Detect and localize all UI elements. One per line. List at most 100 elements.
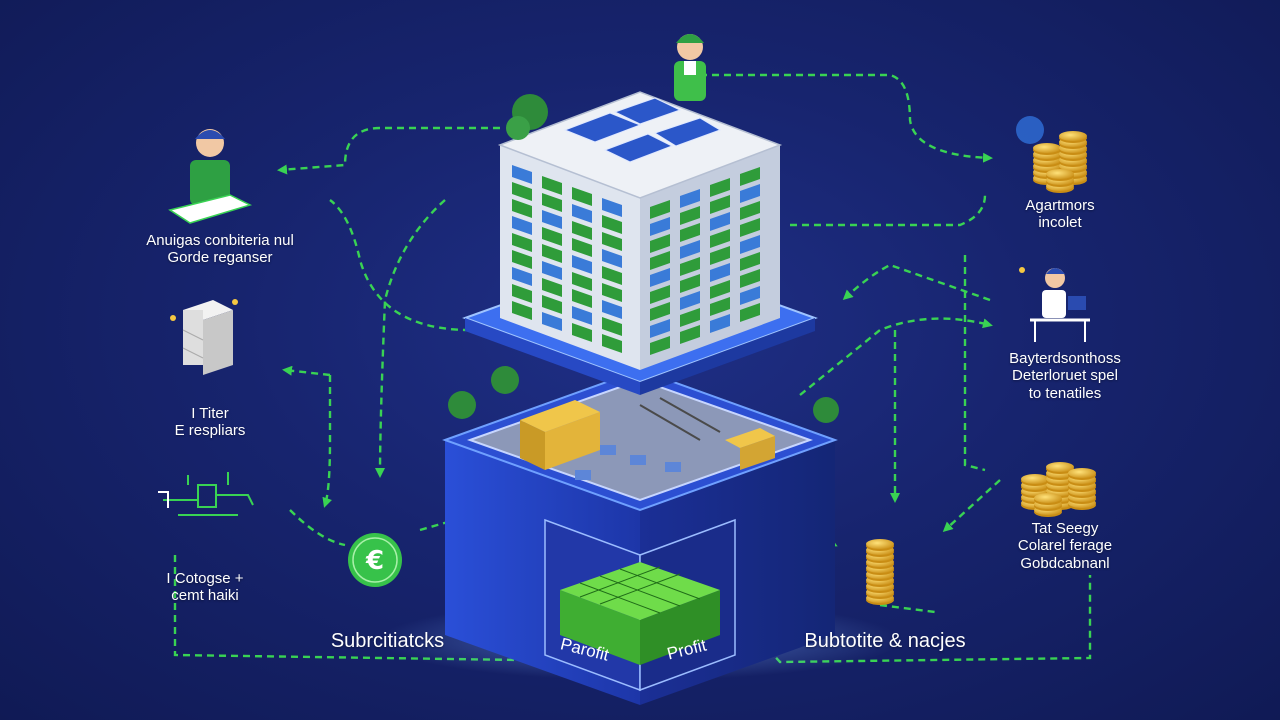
- window: [542, 261, 562, 280]
- worker-icon: [168, 129, 253, 224]
- window: [740, 167, 760, 186]
- window: [602, 215, 622, 234]
- label-mid-left: I Titer E respliars: [150, 405, 270, 440]
- window: [512, 199, 532, 218]
- window: [602, 283, 622, 302]
- window: [710, 280, 730, 299]
- central-block: [380, 366, 900, 705]
- window: [680, 223, 700, 242]
- window: [602, 266, 622, 285]
- construction-crates: [520, 397, 775, 480]
- arrow-building-to-top-right: [790, 194, 987, 227]
- window: [572, 238, 592, 257]
- arrow-upper-left-down: [375, 199, 446, 478]
- window: [650, 336, 670, 355]
- window: [650, 200, 670, 219]
- window: [680, 274, 700, 293]
- window: [650, 268, 670, 287]
- window: [572, 255, 592, 274]
- window: [572, 187, 592, 206]
- label-top-left-line-2: Gorde reganser: [167, 249, 273, 267]
- laptop-person-icon: [1019, 267, 1090, 342]
- label-lower-right-line-3: Gobdcabnanl: [1020, 554, 1110, 572]
- building-icon: [497, 91, 783, 370]
- svg-text:€: €: [365, 546, 384, 576]
- label-mid-left-line-1: I Titer: [191, 405, 229, 422]
- label-lower-right-line-2: Colarel ferage: [1017, 537, 1113, 555]
- coin: [1021, 474, 1049, 484]
- label-subscriptions: Subrcitiatcks: [330, 630, 445, 652]
- window: [512, 301, 532, 320]
- window: [680, 189, 700, 208]
- arrow-coins-to-base: [879, 603, 936, 614]
- building-windows: [512, 165, 622, 353]
- money-stack-icon: [866, 539, 894, 605]
- window: [512, 284, 532, 303]
- window: [740, 184, 760, 203]
- window: [650, 285, 670, 304]
- euro-coin-icon: €: [348, 533, 402, 587]
- window: [650, 302, 670, 321]
- coin-stack-icon: [1021, 462, 1096, 517]
- window: [572, 323, 592, 342]
- window: [572, 221, 592, 240]
- circuit-icon: [158, 472, 254, 516]
- label-bubtotite: Bubtotite & nacjes: [804, 630, 966, 652]
- window: [512, 250, 532, 269]
- window: [602, 334, 622, 353]
- window: [680, 206, 700, 225]
- arrow-building-to-top-left: [277, 126, 500, 175]
- coin: [1046, 169, 1074, 179]
- window: [512, 182, 532, 201]
- window: [650, 234, 670, 253]
- label-top-right: Agartmors incolet: [1000, 197, 1120, 232]
- label-top-left: Anuigas conbiteria nul Gorde reganser: [130, 232, 310, 267]
- window: [680, 308, 700, 327]
- label-top-right-line-1: Agartmors: [1025, 197, 1095, 214]
- worker-icon: [674, 34, 706, 101]
- label-bottom-left-line-2: cemt haiki: [171, 587, 239, 605]
- tree-icon: [448, 366, 839, 423]
- label-top-right-line-2: incolet: [1038, 214, 1082, 232]
- coin: [866, 539, 894, 549]
- window: [512, 233, 532, 252]
- window: [542, 244, 562, 263]
- window: [740, 303, 760, 322]
- window: [680, 291, 700, 310]
- window: [680, 325, 700, 344]
- window: [710, 314, 730, 333]
- window: [572, 204, 592, 223]
- window: [650, 217, 670, 236]
- label-mid-right-line-1: Bayterdsonthoss: [1009, 350, 1121, 367]
- window: [602, 249, 622, 268]
- coin: [1046, 462, 1074, 472]
- window: [602, 300, 622, 319]
- window: [572, 289, 592, 308]
- window: [740, 235, 760, 254]
- window: [512, 165, 532, 184]
- window: [512, 216, 532, 235]
- window: [542, 312, 562, 331]
- label-lower-right: Tat Seegy Colarel ferage Gobdcabnanl: [995, 520, 1135, 572]
- window: [602, 317, 622, 336]
- window: [542, 227, 562, 246]
- window: [542, 193, 562, 212]
- window: [650, 319, 670, 338]
- window: [542, 210, 562, 229]
- document-stack-icon: [170, 299, 238, 375]
- window: [710, 246, 730, 265]
- window: [740, 269, 760, 288]
- arrow-mid-left: [282, 365, 331, 377]
- label-lower-right-line-1: Tat Seegy: [1031, 520, 1099, 537]
- label-mid-right: Bayterdsonthoss Deterloruet spel to tena…: [975, 350, 1155, 402]
- window: [710, 229, 730, 248]
- label-mid-right-line-2: Deterloruet spel: [1012, 367, 1118, 385]
- window: [710, 195, 730, 214]
- window: [680, 240, 700, 259]
- label-bottom-left: I Cotogse + cemt haiki: [140, 570, 270, 605]
- tree-icon: [506, 94, 548, 140]
- window: [542, 278, 562, 297]
- window: [512, 267, 532, 286]
- label-top-left-line-1: Anuigas conbiteria nul: [146, 232, 294, 249]
- arrow-left-to-euro: [289, 509, 346, 547]
